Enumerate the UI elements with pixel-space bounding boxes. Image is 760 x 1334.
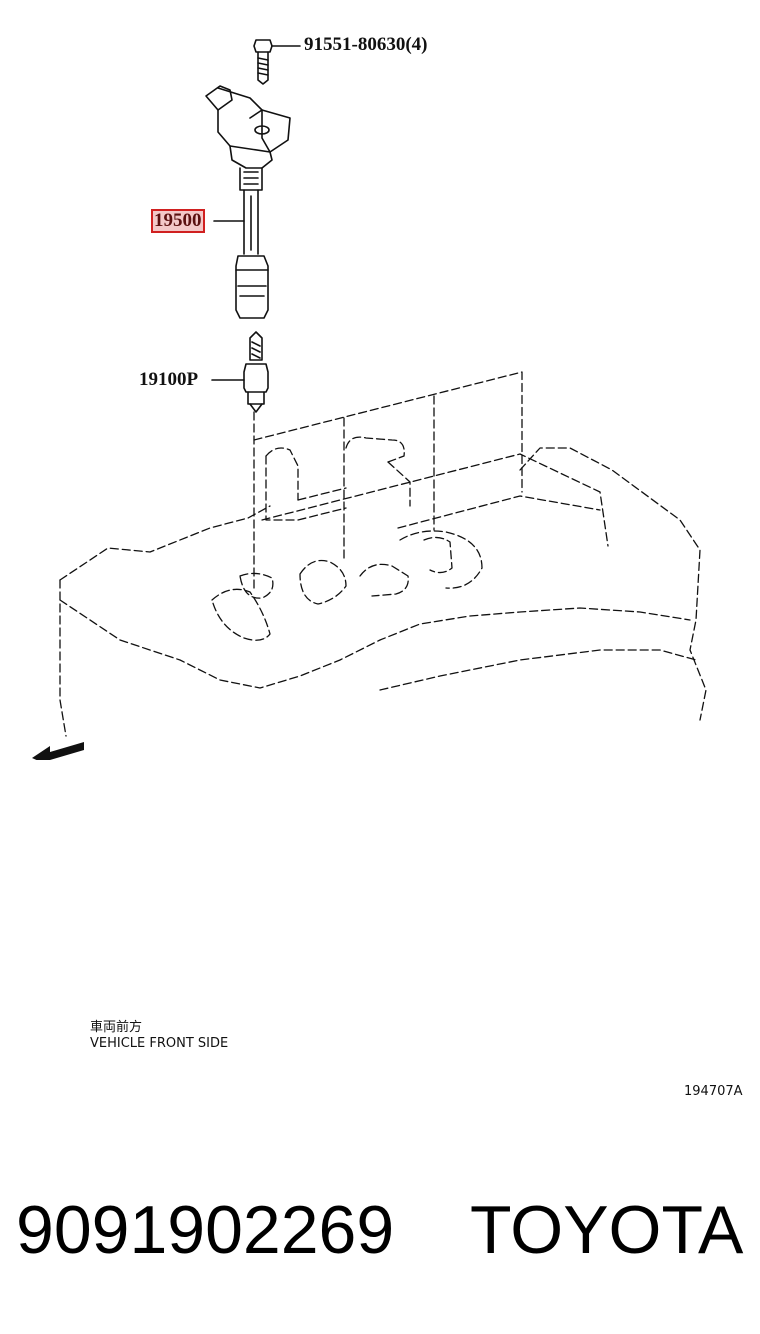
front-arrow-icon: [32, 742, 84, 760]
callout-ignition-coil[interactable]: 19500: [151, 209, 205, 233]
engine-head-drawing: [59, 371, 707, 737]
parts-diagram: [32, 39, 707, 760]
bolt-drawing: [253, 39, 301, 85]
figure-code: 194707A: [684, 1084, 743, 1099]
callout-spark-plug: 19100P: [139, 369, 199, 390]
ignition-coil-drawing: [205, 85, 291, 319]
part-number: 9091902269: [16, 1192, 395, 1268]
callout-bolt: 91551-80630(4): [304, 34, 428, 55]
legend-english: VEHICLE FRONT SIDE: [90, 1036, 229, 1051]
spark-plug-drawing: [211, 331, 269, 413]
brand-name: TOYOTA: [470, 1192, 744, 1268]
legend-japanese: 車両前方: [90, 1020, 143, 1035]
